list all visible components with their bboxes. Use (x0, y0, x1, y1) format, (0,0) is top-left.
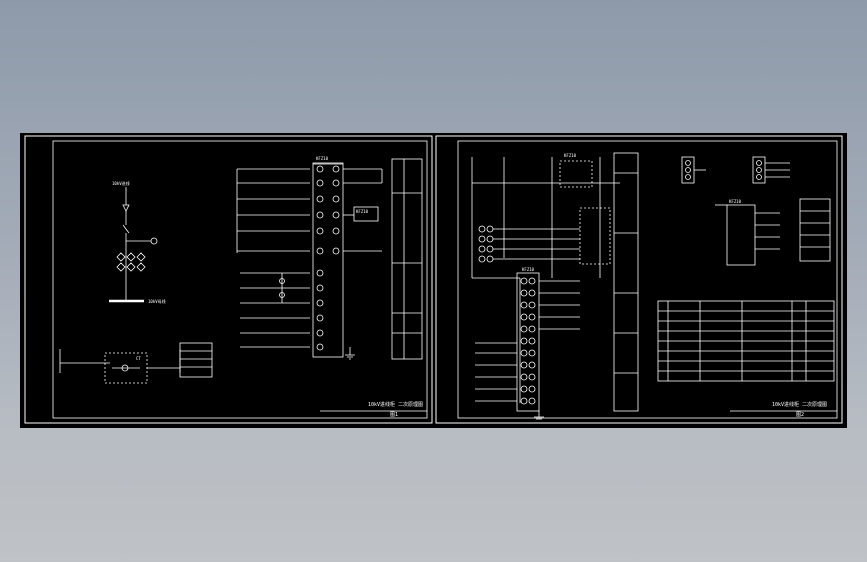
ground-icon-right (534, 411, 544, 420)
sheet-number-right: 图2 (796, 412, 804, 418)
tag-a: KFZ10 (729, 199, 742, 204)
drawing-sheet: 10kV母线 10kV进线 KFZ10 KFZ10 CT 10kV进线柜 二次原… (20, 133, 847, 428)
relay-block-right (726, 204, 756, 266)
busbar-label: 10kV母线 (148, 298, 166, 304)
legend-table-right (613, 152, 639, 412)
relay-tag-left: KFZ10 (316, 156, 329, 161)
ground-icon (345, 354, 355, 360)
bus-tag: 10kV进线 (112, 180, 130, 186)
materials-table (657, 300, 835, 382)
right-wiring (471, 152, 639, 420)
ct-symbols (116, 252, 146, 272)
right-inner-frame (457, 140, 838, 419)
single-line-diagram (109, 187, 158, 303)
terminal-row-upper (478, 225, 494, 263)
control-circuit-small (59, 342, 213, 384)
relay-sub-tag-left: KFZ10 (356, 209, 369, 214)
ct-tag: CT (136, 356, 141, 361)
aux-diagram-upper-right (681, 156, 831, 266)
tag-b: KFZ10 (522, 267, 535, 272)
terminal-column-right (520, 277, 536, 405)
relay-tag-right: KFZ10 (564, 153, 577, 158)
legend-table-left (391, 158, 423, 360)
terminal-column-left (316, 165, 340, 351)
relay-body-right (516, 272, 540, 412)
left-inner-frame (52, 140, 428, 419)
sheet-number-left: 图1 (390, 412, 398, 418)
left-sheet-frame (24, 135, 433, 424)
relay-body-left (312, 162, 344, 358)
title-text-left: 10kV进线柜 二次原理图 (368, 401, 423, 408)
schematic-canvas: 10kV母线 10kV进线 KFZ10 KFZ10 CT 10kV进线柜 二次原… (24, 135, 843, 424)
title-text-right: 10kV进线柜 二次原理图 (772, 401, 827, 408)
right-sheet-frame (435, 135, 843, 424)
left-relay-wiring (236, 158, 423, 360)
